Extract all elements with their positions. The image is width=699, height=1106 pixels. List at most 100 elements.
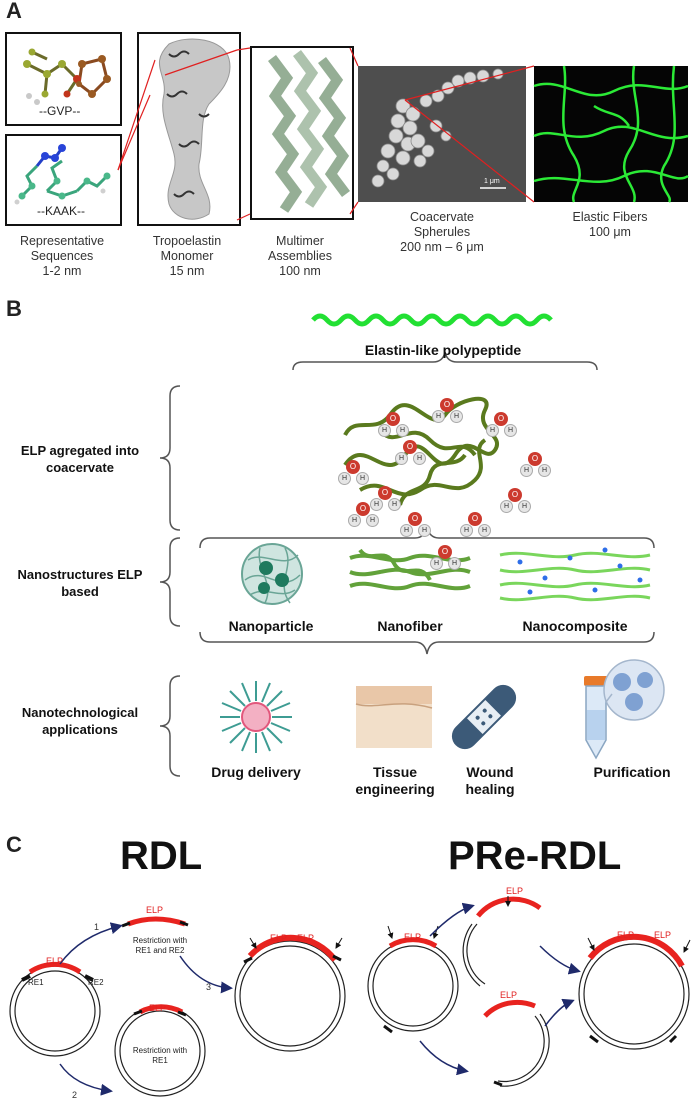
rdl-elp-label-5: ELP <box>297 933 315 943</box>
rdl-elp-label-4: ELP <box>270 933 288 943</box>
rdl-title: RDL <box>120 834 203 878</box>
purification-label: Purification <box>593 764 671 780</box>
nanofiber-label: Nanofiber <box>377 618 443 634</box>
tropoelastin-monomer-box <box>137 32 241 226</box>
hydrogen-atom: H <box>486 424 499 437</box>
oxygen-atom: O <box>346 460 360 474</box>
prerdl-plasmid-initial <box>367 925 459 1034</box>
oxygen-atom: O <box>528 452 542 466</box>
multimer-caption: Multimer Assemblies 100 nm <box>268 234 332 278</box>
elastic-fibers-image <box>533 65 689 203</box>
re1-label: RE1 <box>28 978 44 987</box>
kaak-molecule-icon <box>14 144 111 205</box>
prerdl-elp-label-1: ELP <box>404 932 422 942</box>
drug-delivery-label: Drug delivery <box>211 764 301 780</box>
bandage-icon <box>451 684 517 750</box>
hydrogen-atom: H <box>538 464 551 477</box>
prerdl-elp-label-3: ELP <box>500 990 518 1000</box>
hydrogen-atom: H <box>520 464 533 477</box>
coacervate-caption: Coacervate Spherules 200 nm – 6 μm <box>400 210 484 254</box>
nanocomposite-icon <box>499 547 651 602</box>
rdl-plasmid-restricted <box>114 1004 206 1097</box>
oxygen-atom: O <box>468 512 482 526</box>
rdl-plasmid-initial <box>9 961 101 1057</box>
tropoelastin-model-icon <box>158 38 231 220</box>
restriction-bottom-label: Restriction with RE1 <box>132 1046 188 1065</box>
kaak-sequence-box: --KAAK-- <box>5 134 122 226</box>
hydrogen-atom: H <box>500 500 513 513</box>
hydrogen-atom: H <box>460 524 473 537</box>
oxygen-atom: O <box>494 412 508 426</box>
elp-wave <box>311 313 553 327</box>
prerdl-elp-label-2: ELP <box>506 886 524 896</box>
prerdl-fragment-top <box>462 896 542 987</box>
purification-tube-icon <box>584 659 665 760</box>
panel-a-connectors <box>117 47 535 221</box>
hydrogen-atom: H <box>388 498 401 511</box>
hydrogen-atom: H <box>430 557 443 570</box>
hydrogen-atom: H <box>418 524 431 537</box>
rdl-plasmid-final <box>234 934 346 1052</box>
hydrogen-atom: H <box>338 472 351 485</box>
row-label-nanostructures: Nanostructures ELP based <box>17 567 143 599</box>
step-3-label: 3 <box>206 982 212 992</box>
monomer-caption: Tropoelastin Monomer 15 nm <box>152 234 222 278</box>
step-2-label: 2 <box>72 1090 78 1100</box>
panel-b-diagram <box>159 313 665 777</box>
restriction-top-label: Restriction with RE1 and RE2 <box>132 936 188 955</box>
hydrogen-atom: H <box>378 424 391 437</box>
rdl-elp-label-2: ELP <box>146 905 164 915</box>
tissue-engineering-label: Tissue engineering <box>355 764 435 797</box>
re2-label: RE2 <box>88 978 104 987</box>
oxygen-atom: O <box>386 412 400 426</box>
hydrogen-atom: H <box>400 524 413 537</box>
multimer-chain-icon <box>268 50 350 213</box>
drug-delivery-icon <box>220 681 292 753</box>
gvp-sequence-box: --GVP-- <box>5 32 122 126</box>
elastic-fibers-network <box>533 65 689 203</box>
hydrogen-atom: H <box>478 524 491 537</box>
coacervate-spherules-drawing <box>358 66 526 202</box>
prerdl-plasmid-final <box>578 933 691 1050</box>
oxygen-atom: O <box>378 486 392 500</box>
hydrogen-atom: H <box>356 472 369 485</box>
panel-b-letter: B <box>6 296 22 321</box>
panel-c-diagram <box>9 896 691 1097</box>
elp-title: Elastin-like polypeptide <box>364 342 522 358</box>
gvp-sequence-label: --GVP-- <box>39 104 81 118</box>
rdl-elp-label-3: ELP <box>149 1003 167 1013</box>
prerdl-fragment-bottom <box>483 999 550 1087</box>
wound-healing-label: Wound healing <box>465 764 515 797</box>
hydrogen-atom: H <box>518 500 531 513</box>
scale-bar-label: 1 μm <box>484 178 500 185</box>
hydrogen-atom: H <box>366 514 379 527</box>
hydrogen-atom: H <box>504 424 517 437</box>
row-label-coacervate: ELP agregated into coacervate <box>20 443 140 475</box>
oxygen-atom: O <box>508 488 522 502</box>
hydrogen-atom: H <box>448 557 461 570</box>
hydrogen-atom: H <box>432 410 445 423</box>
coacervate-sem-image: 1 μm <box>358 66 526 202</box>
rdl-elp-fragment <box>127 916 186 927</box>
hydrogen-atom: H <box>395 452 408 465</box>
hydrogen-atom: H <box>370 498 383 511</box>
oxygen-atom: O <box>438 545 452 559</box>
prerdl-title: PRe-RDL <box>448 834 622 878</box>
oxygen-atom: O <box>403 440 417 454</box>
nanoparticle-icon <box>241 543 303 605</box>
hydrogen-atom: H <box>348 514 361 527</box>
panel-c-letter: C <box>6 832 22 857</box>
nanofiber-icon <box>349 548 471 591</box>
rdl-elp-label-1: ELP <box>46 956 64 966</box>
hydrogen-atom: H <box>450 410 463 423</box>
prerdl-elp-label-5: ELP <box>654 930 672 940</box>
